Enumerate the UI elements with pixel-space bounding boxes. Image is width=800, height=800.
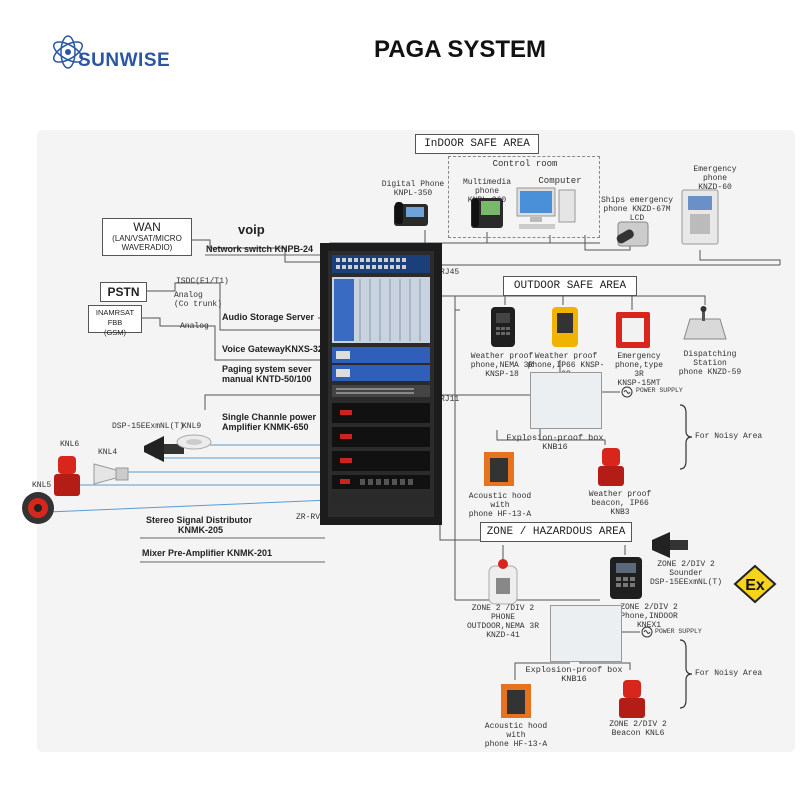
zone-area-label: ZONE / HAZARDOUS AREA: [480, 522, 632, 542]
audio-storage-label: Audio Storage Server: [222, 312, 315, 322]
emergency-phone-type3r-icon: [616, 312, 650, 348]
control-room-box: [448, 156, 600, 238]
emergency-phone-icon: [681, 189, 719, 245]
control-room-label: Control room: [492, 159, 558, 169]
knl6-label: KNL6: [60, 440, 80, 449]
equipment-rack: [320, 243, 442, 525]
zone2-indoor-phone-icon: [610, 557, 642, 599]
zone2-beacon-icon: [619, 680, 645, 718]
digital-phone-icon: [394, 202, 428, 226]
outdoor-power-supply-label: POWER SUPPLY: [636, 387, 683, 394]
brand-name: SUNWISE: [78, 50, 171, 71]
zone-noisy-label: For Noisy Area: [695, 669, 763, 678]
mixer-label: Mixer Pre-Amplifier KNMK-201: [142, 548, 273, 558]
grey-horn-icon: [93, 463, 129, 485]
horn-speaker-icon: [144, 436, 184, 462]
zone2-outdoor-phone-icon: [488, 559, 518, 605]
ex-warning-text: Ex: [745, 577, 765, 594]
voice-gateway-label: Voice GatewayKNXS-32: [222, 344, 323, 354]
zr-rvs-label: ZR-RVS: [296, 513, 325, 522]
acoustic-hood-outdoor-icon: [484, 452, 514, 486]
rj45-label: RJ45: [440, 268, 460, 277]
knl9-label: KNL9: [182, 422, 202, 431]
ex-warning-icon: Ex: [733, 564, 777, 604]
outdoor-area-label: OUTDOOR SAFE AREA: [503, 276, 637, 296]
isdn-label: ISDC(E1/T1): [176, 277, 229, 286]
sunwise-logo: [48, 28, 168, 78]
red-speaker-icon: [22, 492, 54, 524]
knl5-label: KNL5: [32, 481, 52, 490]
ceiling-speaker-icon: [176, 434, 212, 450]
acoustic-hood-zone-icon: [501, 684, 531, 718]
inmarsat-box: INAMRSAT FBB (GSM): [88, 305, 142, 337]
outdoor-noisy-label: For Noisy Area: [695, 432, 763, 441]
analog-co-label: Analog(Co trunk): [174, 291, 223, 309]
ships-emergency-phone-icon: [616, 221, 649, 247]
weather-beacon-icon: [598, 448, 624, 486]
pstn-box: PSTN: [100, 282, 147, 302]
beacon-sounder-icon: [54, 456, 80, 496]
computer-icon: [516, 187, 576, 229]
computer-label: Computer: [538, 176, 582, 186]
indoor-area-label: InDOOR SAFE AREA: [415, 134, 539, 154]
zone-power-supply-label: POWER SUPPLY: [655, 628, 702, 635]
analog-label: Analog: [180, 322, 209, 331]
voip-label: voip: [238, 222, 265, 237]
explosion-box-outdoor: [530, 372, 602, 429]
dsp-label: DSP-15EExmNL(T): [112, 422, 185, 431]
dispatching-station-icon: [683, 306, 727, 340]
wan-box: WAN (LAN/VSAT/MICRO WAVERADIO): [102, 218, 192, 256]
multimedia-phone-icon: [471, 198, 503, 228]
zone2-sounder-icon: [652, 532, 688, 558]
weather-phone-ip66-icon: [552, 307, 578, 347]
weather-phone-nema-icon: [491, 307, 515, 347]
knl4-label: KNL4: [98, 448, 118, 457]
network-switch-label: Network switch KNPB-24: [206, 244, 314, 254]
explosion-box-zone: [550, 605, 622, 662]
page-title: PAGA SYSTEM: [373, 36, 547, 63]
rj11-label: RJ11: [440, 395, 460, 404]
